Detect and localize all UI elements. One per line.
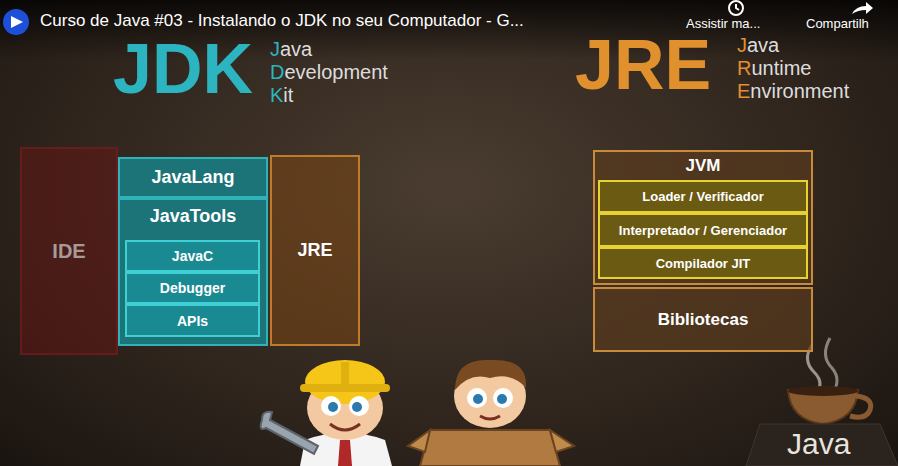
group-heading: JVM: [686, 156, 721, 176]
box-label: JavaLang: [151, 167, 234, 188]
share-icon: [852, 2, 873, 14]
tool-box: JavaLang: [118, 157, 268, 198]
jvm-part: Loader / Verificador: [598, 180, 808, 213]
boy-character: [408, 360, 574, 466]
big-acronym: JRE: [575, 30, 711, 100]
acronym-word: Kit: [270, 84, 293, 106]
acronym-word: Java: [737, 34, 779, 56]
tool-box: Debugger: [125, 272, 260, 304]
library-box: Bibliotecas: [593, 287, 813, 352]
acronym-word: Environment: [737, 80, 849, 102]
box-label: JRE: [297, 240, 332, 261]
group-heading: JavaTools: [150, 206, 237, 227]
logo-text: Java: [787, 427, 850, 460]
jre-box: JRE: [270, 155, 360, 346]
box-label: Debugger: [160, 280, 225, 296]
overlay-button: Compartilh: [806, 17, 869, 31]
acronym-word: Development: [270, 61, 388, 83]
box-label: IDE: [52, 240, 85, 263]
jvm-group: JVM Loader / VerificadorInterpretador / G…: [593, 150, 813, 285]
channel-avatar: [3, 9, 29, 35]
acronym-word: Runtime: [737, 57, 811, 79]
acronym-word: Java: [270, 38, 312, 60]
box-label: APIs: [177, 313, 208, 329]
box-label: Loader / Verificador: [642, 189, 763, 204]
video-title: Curso de Java #03 - Instalando o JDK no …: [40, 12, 524, 31]
box-label: JavaC: [172, 248, 213, 264]
tool-group: JavaToolsJavaC DebuggerAPIs: [118, 198, 268, 346]
box-label: Bibliotecas: [658, 310, 749, 330]
jvm-part: Compilador JIT: [598, 247, 808, 279]
ide-box: IDE: [20, 147, 118, 355]
box-label: Compilador JIT: [656, 256, 751, 271]
box-label: Interpretador / Gerenciador: [619, 223, 787, 238]
clock-icon: [729, 1, 743, 15]
builder-character: [261, 360, 392, 466]
tool-box: JavaC: [125, 240, 260, 272]
coffee-cup: [746, 338, 898, 466]
tool-box: APIs: [125, 304, 260, 337]
big-acronym: JDK: [113, 34, 253, 104]
jvm-part: Interpretador / Gerenciador: [598, 213, 808, 247]
